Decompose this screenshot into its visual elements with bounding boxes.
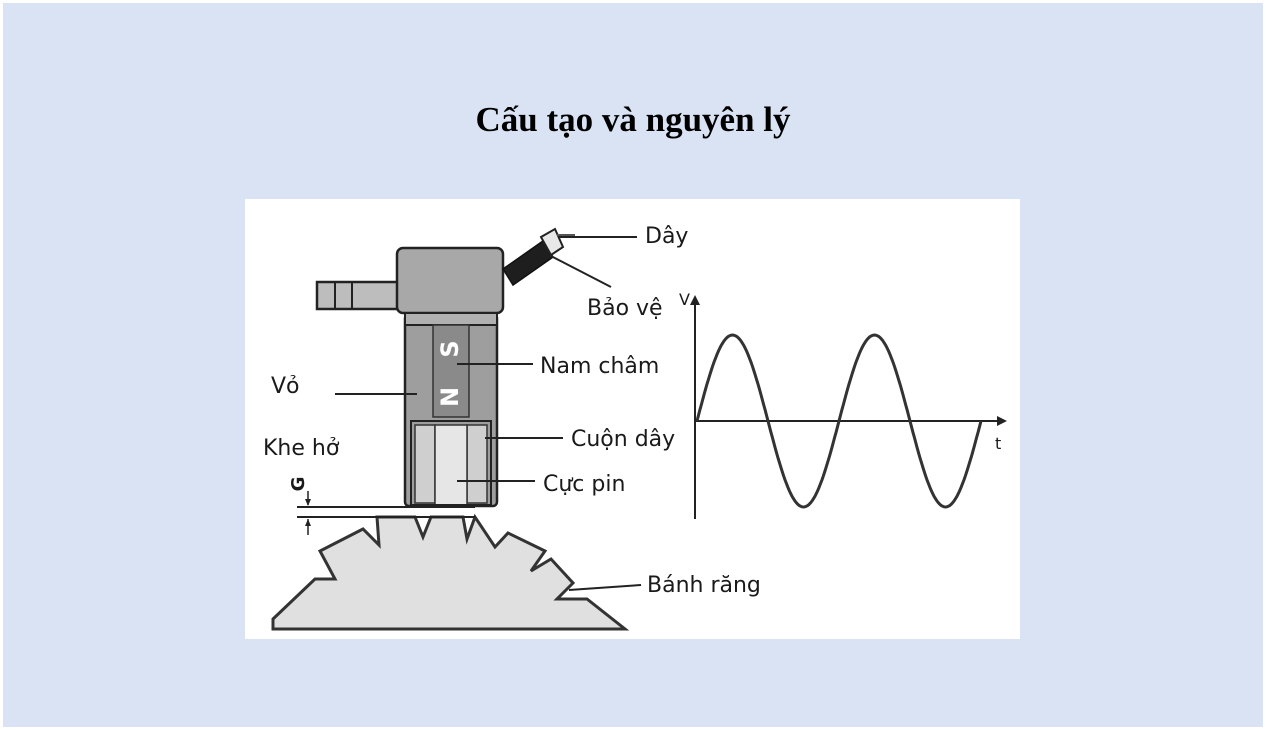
leader-gear <box>568 584 642 591</box>
label-gear: Bánh răng <box>647 573 761 598</box>
graph-y-label: V <box>679 290 690 309</box>
leader-protector <box>548 254 612 288</box>
label-air-gap: Khe hở <box>263 436 340 461</box>
label-protector: Bảo vệ <box>587 296 663 321</box>
magnet-pole-n: N <box>436 387 464 407</box>
graph-x-label: t <box>995 434 1001 453</box>
coil-left <box>414 424 436 504</box>
sensor-head <box>395 246 505 315</box>
label-coil: Cuộn dây <box>571 427 675 452</box>
slide-title: Cấu tạo và nguyên lý <box>475 100 791 139</box>
pole-piece <box>434 424 468 506</box>
label-gap-symbol: G <box>288 477 309 492</box>
label-housing: Vỏ <box>271 374 300 399</box>
sensor-diagram: S N Dây Bảo vệ Nam châm Vỏ Cuộn dây Khe … <box>245 199 1020 639</box>
gap-arrow-top-head <box>305 499 311 506</box>
graph-x-axis-arrow <box>997 416 1007 426</box>
coil-right <box>466 424 488 504</box>
wire-protector <box>501 239 555 287</box>
gap-arrow-bottom-head <box>305 519 311 526</box>
housing-top-cap <box>404 312 498 326</box>
magnet-pole-s: S <box>436 340 464 357</box>
graph-y-axis-arrow <box>690 295 700 305</box>
graph-sine-wave <box>695 333 983 509</box>
magnet <box>432 324 470 418</box>
coil-bobbin-outline <box>410 420 492 506</box>
connector-plug <box>315 280 401 311</box>
label-pole-piece: Cực pin <box>543 472 625 497</box>
label-magnet: Nam châm <box>540 354 659 379</box>
sensor-diagram-svg: S N Dây Bảo vệ Nam châm Vỏ Cuộn dây Khe … <box>263 224 1007 631</box>
label-wire: Dây <box>645 224 688 249</box>
gear-wheel <box>271 513 630 631</box>
